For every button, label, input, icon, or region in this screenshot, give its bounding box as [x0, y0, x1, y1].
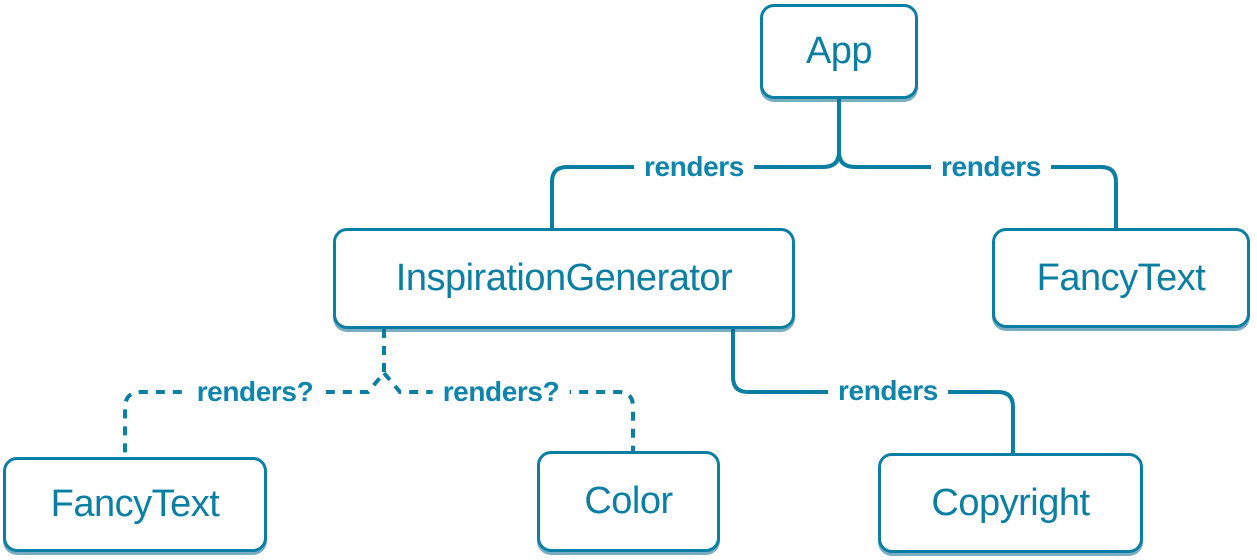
- node-fancy-text-top: FancyText: [992, 228, 1250, 328]
- node-app: App: [760, 4, 918, 99]
- node-fancy-text-bottom: FancyText: [3, 457, 267, 552]
- node-inspiration-generator: InspirationGenerator: [333, 228, 795, 329]
- edge-label-renders-conditional-color: renders?: [432, 376, 570, 408]
- edge-label-renders-app-fancytext: renders: [931, 151, 1051, 183]
- edge-label-renders-conditional-fancytext: renders?: [186, 376, 324, 408]
- node-color: Color: [537, 451, 720, 552]
- edge-label-renders-app-ig: renders: [634, 151, 754, 183]
- node-fancy-text-bottom-label: FancyText: [50, 483, 220, 525]
- edge-label-renders-copyright: renders: [828, 375, 948, 407]
- node-inspiration-generator-label: InspirationGenerator: [395, 257, 733, 299]
- node-fancy-text-top-label: FancyText: [1036, 256, 1206, 299]
- node-app-label: App: [805, 30, 873, 72]
- node-color-label: Color: [584, 480, 673, 522]
- node-copyright-label: Copyright: [931, 481, 1090, 524]
- node-copyright: Copyright: [878, 453, 1143, 553]
- edge-inspirationgenerator-to-color-conditional: [382, 371, 635, 452]
